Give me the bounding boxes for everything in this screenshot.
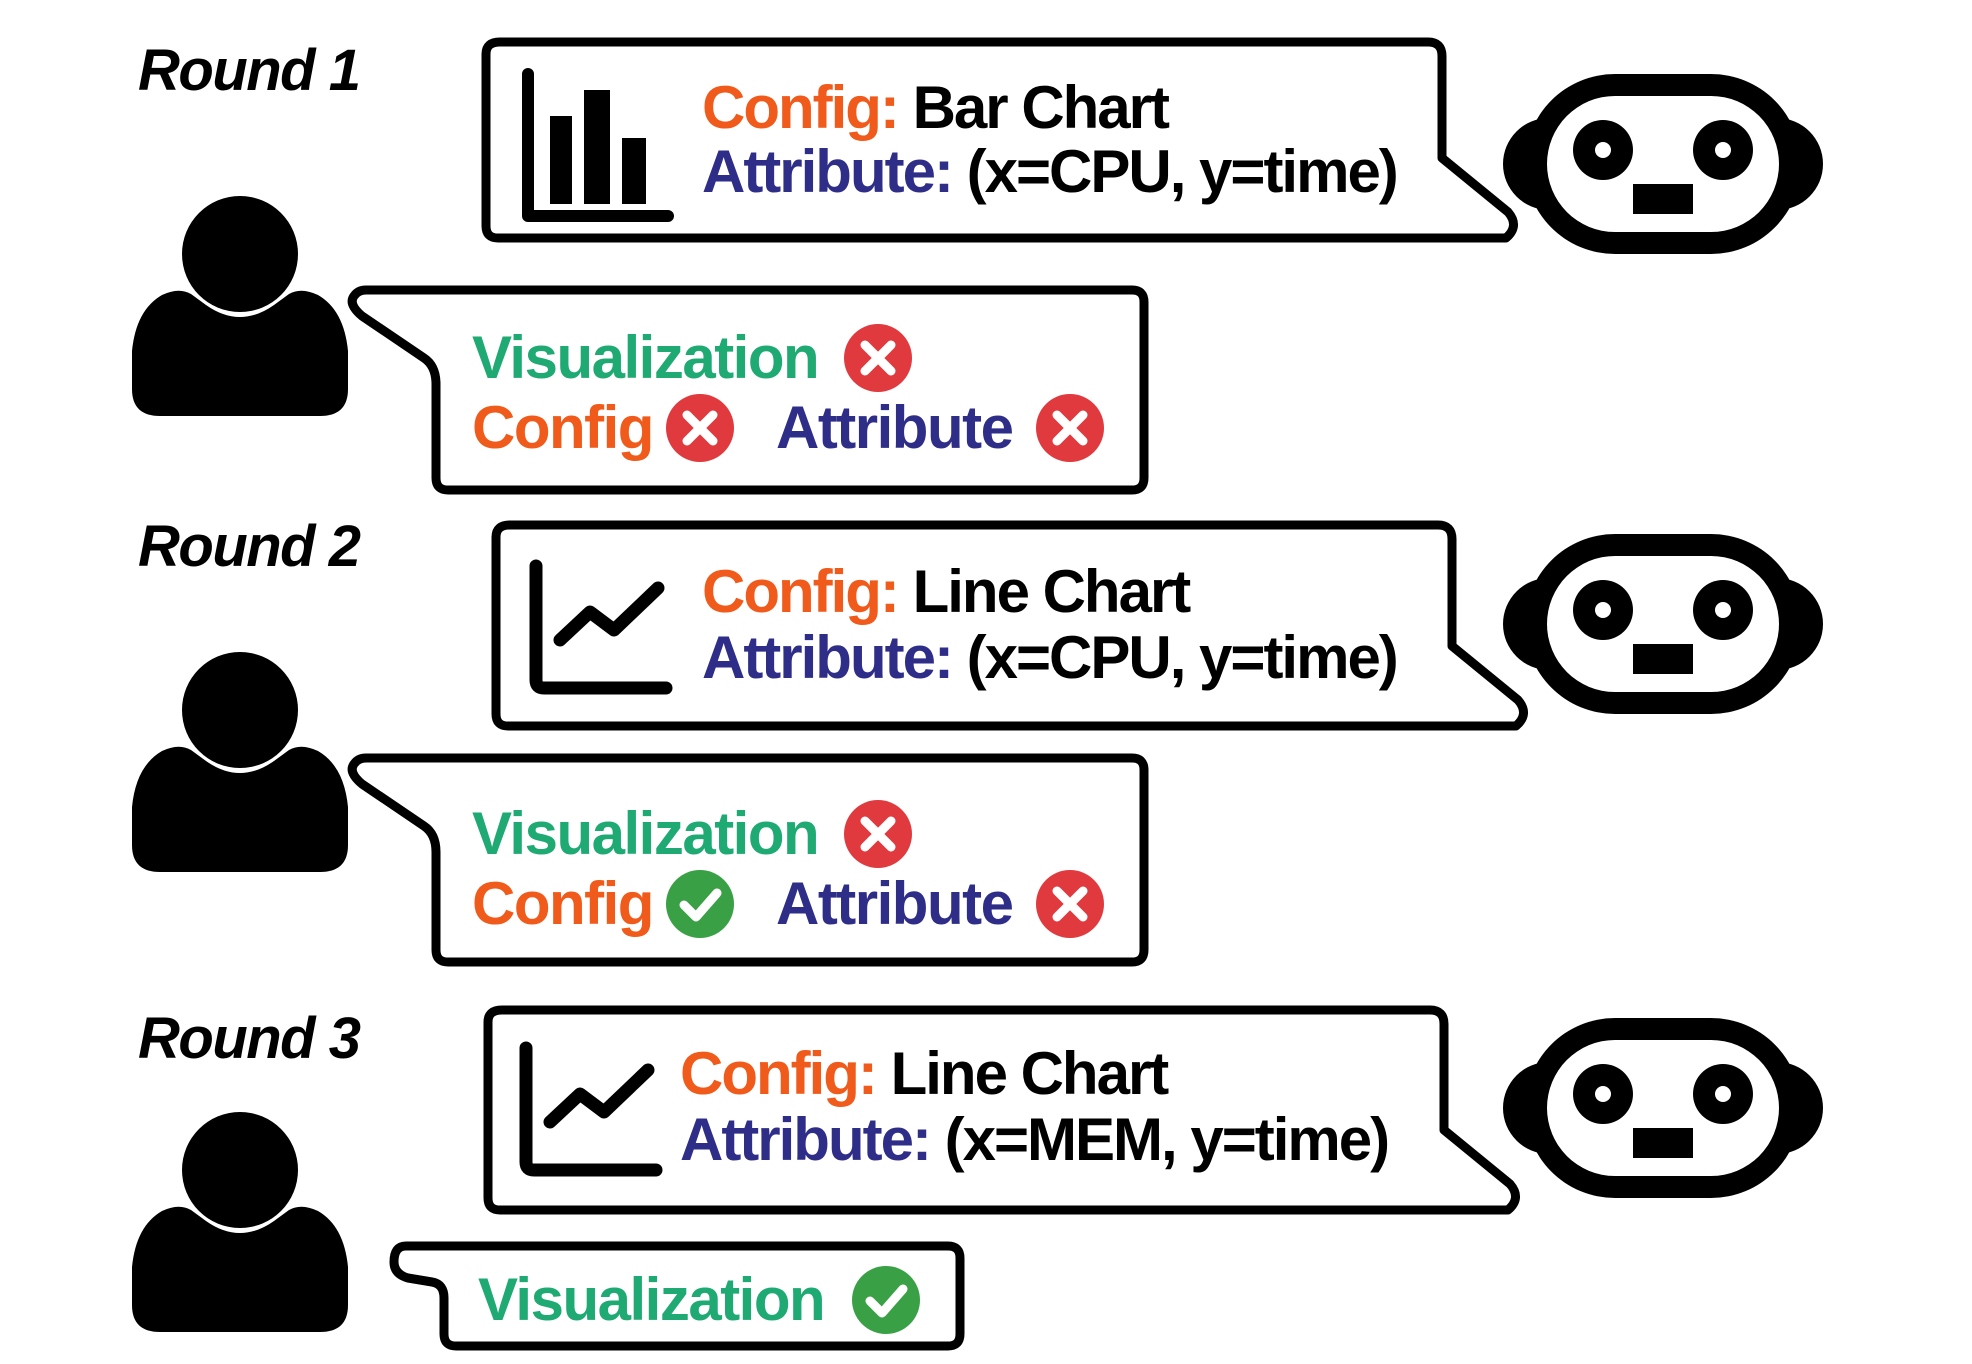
user-feedback-bubble [389,1241,965,1351]
bot-speech-bubble [483,1005,1520,1215]
attribute-value: (x=CPU, y=time) [967,138,1397,205]
user-feedback-bubble [347,753,1149,967]
cross-circle-icon [844,324,912,392]
bot-config-line: Config: Bar Chart [702,74,1170,141]
config-key: Config: [702,74,898,141]
config-label: Config [472,394,653,461]
user-icon [132,196,348,416]
bot-attribute-line: Attribute: (x=CPU, y=time) [702,624,1397,691]
visualization-label: Visualization [478,1266,824,1333]
robot-icon [1503,74,1823,254]
round-label: Round 1 [138,38,359,103]
config-value: Bar Chart [913,74,1170,141]
cross-circle-icon [844,800,912,868]
config-label: Config [472,870,653,937]
visualization-label: Visualization [472,800,818,867]
attribute-value: (x=MEM, y=time) [945,1106,1388,1173]
bot-attribute-line: Attribute: (x=MEM, y=time) [680,1106,1388,1173]
round-label: Round 2 [138,514,361,579]
cross-circle-icon [1036,394,1104,462]
cross-circle-icon [1036,870,1104,938]
robot-icon [1503,1018,1823,1198]
attribute-label: Attribute [776,870,1013,937]
config-key: Config: [702,558,898,625]
bot-speech-bubble [481,37,1518,243]
attribute-value: (x=CPU, y=time) [967,624,1397,691]
round-3: Round 3 Config: Line Chart Attribute: (x… [132,1005,1823,1351]
round-label: Round 3 [138,1006,361,1071]
attribute-key: Attribute: [680,1106,930,1173]
user-icon [132,652,348,872]
user-feedback-bubble [347,285,1149,495]
config-value: Line Chart [913,558,1192,625]
attribute-label: Attribute [776,394,1013,461]
bot-config-line: Config: Line Chart [680,1040,1169,1107]
visualization-label: Visualization [472,324,818,391]
round-1: Round 1 Config: Bar Chart Attribute: (x=… [132,37,1823,495]
user-icon [132,1112,348,1332]
check-circle-icon [666,870,734,938]
robot-icon [1503,534,1823,714]
round-2: Round 2 Config: Line Chart Attribute: (x… [132,514,1823,967]
cross-circle-icon [666,394,734,462]
check-circle-icon [852,1266,920,1334]
config-value: Line Chart [891,1040,1170,1107]
bot-speech-bubble [491,520,1528,731]
bot-attribute-line: Attribute: (x=CPU, y=time) [702,138,1397,205]
config-key: Config: [680,1040,876,1107]
attribute-key: Attribute: [702,138,952,205]
attribute-key: Attribute: [702,624,952,691]
bot-config-line: Config: Line Chart [702,558,1191,625]
